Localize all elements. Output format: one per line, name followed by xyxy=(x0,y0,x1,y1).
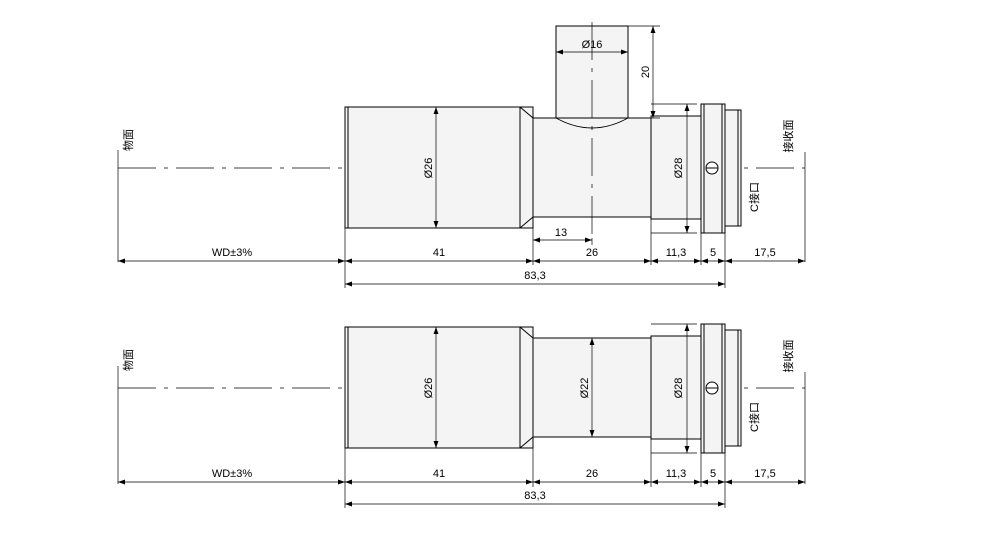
top-dim-len41: 41 xyxy=(433,247,445,259)
bottom-dim-len83-3: 83,3 xyxy=(524,490,545,502)
bottom-dim-wd: WD±3% xyxy=(212,468,252,480)
top-front-barrel xyxy=(344,106,534,229)
top-dim-len11-3: 11,3 xyxy=(666,247,687,259)
bottom-c-mount-label: C接口 xyxy=(748,402,761,432)
top-dim-len26: 26 xyxy=(586,247,598,259)
bottom-object-plane-label: 物面 xyxy=(121,349,135,371)
bottom-lens-drawing: 物面 接收面 C接口 Ø26 Ø22 Ø28 xyxy=(117,323,806,508)
top-image-plane-label: 接收面 xyxy=(781,120,795,153)
top-dim-dia26: Ø26 xyxy=(423,158,435,179)
bottom-dim-len5: 5 xyxy=(710,468,716,480)
bottom-dim-len41: 41 xyxy=(433,468,445,480)
top-c-mount-thread xyxy=(724,109,742,227)
bottom-c-mount-thread xyxy=(724,329,742,447)
top-rear-section xyxy=(650,115,702,220)
bottom-dim-len17-5: 17,5 xyxy=(754,468,775,480)
top-dim-len5: 5 xyxy=(710,247,716,259)
top-dim-wd: WD±3% xyxy=(212,247,252,259)
top-dim-len20: 20 xyxy=(640,66,652,78)
top-c-mount-label: C接口 xyxy=(748,182,761,212)
bottom-rear-section xyxy=(650,335,702,440)
top-dim-dia28: Ø28 xyxy=(673,158,685,179)
bottom-dim-dia22: Ø22 xyxy=(579,378,591,399)
top-object-plane-label: 物面 xyxy=(121,129,135,151)
top-dim-len13: 13 xyxy=(555,227,567,239)
top-lens-drawing: 物面 接收面 C接口 Ø16 xyxy=(117,22,806,288)
bottom-dim-len11-3: 11,3 xyxy=(666,468,687,480)
top-dim-len17-5: 17,5 xyxy=(754,247,775,259)
top-dim-dia16: Ø16 xyxy=(582,39,603,51)
bottom-dim-dia28: Ø28 xyxy=(673,378,685,399)
top-dim-len83-3: 83,3 xyxy=(524,270,545,282)
bottom-front-barrel xyxy=(344,326,534,449)
bottom-dim-len26: 26 xyxy=(586,468,598,480)
bottom-image-plane-label: 接收面 xyxy=(781,340,795,373)
bottom-dim-dia26: Ø26 xyxy=(423,378,435,399)
